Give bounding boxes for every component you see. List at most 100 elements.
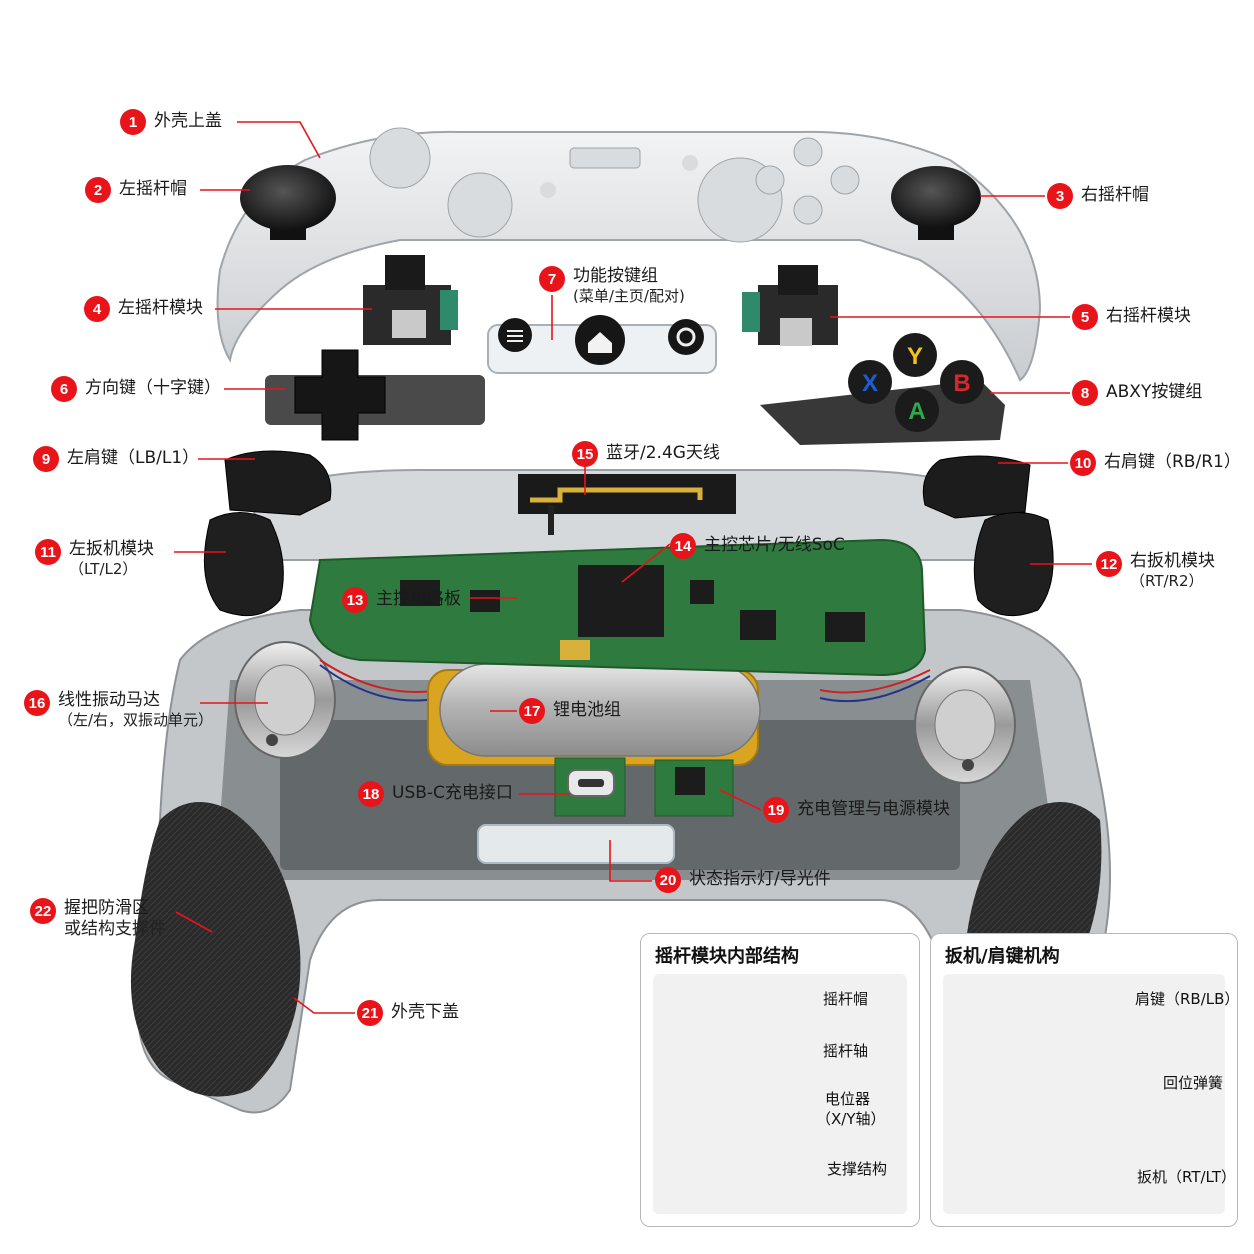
inset-stick-structure: 摇杆模块内部结构 摇杆帽 摇杆轴 电位器 （X/Y轴） 支撑结构 xyxy=(640,933,920,1227)
inset-label: 摇杆帽 xyxy=(823,990,869,1008)
callout-label-main: 右扳机模块 xyxy=(1130,551,1215,571)
button-a: A xyxy=(895,388,939,432)
inset-label: 摇杆轴 xyxy=(823,1042,869,1060)
inset-title: 扳机/肩键机构 xyxy=(945,946,1060,967)
callout-badge: 14 xyxy=(670,533,696,559)
callout-label-sub: (菜单/主页/配对) xyxy=(573,287,685,306)
dpad xyxy=(265,349,485,441)
left-bumper xyxy=(224,450,332,516)
callout-badge: 16 xyxy=(24,690,50,716)
callout-label-sub: 或结构支撑件 xyxy=(64,919,166,940)
upper-shell xyxy=(216,127,1042,382)
callout-04: 4 左摇杆模块 xyxy=(84,296,203,322)
left-stick-module xyxy=(363,255,458,345)
callout-22: 22 握把防滑区 或结构支撑件 xyxy=(30,898,166,941)
svg-text:B: B xyxy=(953,370,970,397)
right-trigger xyxy=(973,512,1054,617)
svg-text:X: X xyxy=(862,370,878,397)
leader-lines xyxy=(174,121,1092,1014)
function-buttons xyxy=(487,315,717,374)
callout-19: 19 充电管理与电源模块 xyxy=(763,797,950,823)
callout-03: 3 右摇杆帽 xyxy=(1047,183,1149,209)
callout-label: 左摇杆帽 xyxy=(119,179,187,200)
left-stick-cap xyxy=(240,165,336,240)
inset-label: 支撑结构 xyxy=(827,1160,888,1178)
callout-07: 7 功能按键组 (菜单/主页/配对) xyxy=(539,266,685,306)
callout-label: 方向键（十字键） xyxy=(85,378,221,399)
callout-09: 9 左肩键（LB/L1） xyxy=(33,446,199,472)
callout-label: ABXY按键组 xyxy=(1106,382,1203,403)
vibration-motor-left xyxy=(234,641,336,759)
callout-11: 11 左扳机模块 （LT/L2） xyxy=(35,539,154,579)
callout-label-sub: （RT/R2） xyxy=(1130,572,1204,591)
callout-12: 12 右扳机模块 （RT/R2） xyxy=(1096,551,1215,591)
inset-inner xyxy=(943,974,1225,1214)
callout-badge: 9 xyxy=(33,446,59,472)
callout-badge: 10 xyxy=(1070,450,1096,476)
callout-15: 15 蓝牙/2.4G天线 xyxy=(572,441,720,467)
callout-badge: 19 xyxy=(763,797,789,823)
callout-badge: 22 xyxy=(30,898,56,924)
callout-badge: 6 xyxy=(51,376,77,402)
callout-01: 1 外壳上盖 xyxy=(120,109,222,135)
callout-14: 14 主控芯片/无线SoC xyxy=(670,533,845,559)
antenna xyxy=(518,474,736,535)
callout-label: 左摇杆模块 xyxy=(118,298,203,319)
right-stick-module xyxy=(742,265,838,346)
callout-badge: 13 xyxy=(342,587,368,613)
callout-label: 右肩键（RB/R1） xyxy=(1104,452,1241,473)
button-x: X xyxy=(848,360,892,404)
usb-c-port xyxy=(554,757,626,817)
callout-badge: 5 xyxy=(1072,304,1098,330)
callout-badge: 4 xyxy=(84,296,110,322)
callout-label: 右摇杆模块 xyxy=(1106,306,1191,327)
right-stick-cap xyxy=(891,166,981,240)
svg-text:A: A xyxy=(908,398,925,425)
vibration-motor-right xyxy=(914,666,1016,784)
callout-02: 2 左摇杆帽 xyxy=(85,177,187,203)
callout-label-main: 功能按键组 xyxy=(573,266,658,286)
callout-badge: 11 xyxy=(35,539,61,565)
callout-badge: 17 xyxy=(519,698,545,724)
callout-label: 线性振动马达 （左/右，双振动单元） xyxy=(58,690,213,730)
callout-10: 10 右肩键（RB/R1） xyxy=(1070,450,1241,476)
main-pcb xyxy=(308,538,927,677)
button-b: B xyxy=(940,360,984,404)
left-trigger xyxy=(203,512,284,617)
callout-label: 蓝牙/2.4G天线 xyxy=(606,443,720,464)
callout-badge: 15 xyxy=(572,441,598,467)
grip-left xyxy=(130,802,301,1097)
inset-label: 回位弹簧 xyxy=(1163,1074,1224,1092)
callout-13: 13 主控电路板 xyxy=(342,587,461,613)
inset-label: 电位器 xyxy=(825,1090,871,1108)
callout-label: 功能按键组 (菜单/主页/配对) xyxy=(573,266,685,306)
callout-label-main: 握把防滑区 xyxy=(64,898,149,918)
callout-17: 17 锂电池组 xyxy=(519,698,621,724)
callout-label: 充电管理与电源模块 xyxy=(797,799,950,820)
inset-inner xyxy=(653,974,907,1214)
callout-label: USB-C充电接口 xyxy=(392,783,513,804)
callout-20: 20 状态指示灯/导光件 xyxy=(655,867,831,893)
callout-08: 8 ABXY按键组 xyxy=(1072,380,1202,406)
callout-label-sub: （左/右，双振动单元） xyxy=(58,711,214,730)
inset-label: 扳机（RT/LT） xyxy=(1137,1168,1237,1186)
callout-badge: 18 xyxy=(358,781,384,807)
callout-21: 21 外壳下盖 xyxy=(357,1000,459,1026)
callout-label-sub: （LT/L2） xyxy=(69,560,138,579)
callout-label: 状态指示灯/导光件 xyxy=(689,869,831,890)
callout-label: 左扳机模块 （LT/L2） xyxy=(69,539,154,579)
callout-badge: 2 xyxy=(85,177,111,203)
power-module xyxy=(654,759,734,817)
button-y: Y xyxy=(893,333,937,377)
callout-label: 外壳下盖 xyxy=(391,1002,459,1023)
callout-label-main: 线性振动马达 xyxy=(58,690,160,710)
callout-16: 16 线性振动马达 （左/右，双振动单元） xyxy=(24,690,213,730)
callout-badge: 20 xyxy=(655,867,681,893)
callout-label: 左肩键（LB/L1） xyxy=(67,448,200,469)
svg-text:Y: Y xyxy=(907,343,923,370)
callout-label-main: 左扳机模块 xyxy=(69,539,154,559)
callout-label: 主控电路板 xyxy=(376,589,461,610)
callout-badge: 7 xyxy=(539,266,565,292)
right-bumper xyxy=(922,455,1031,519)
